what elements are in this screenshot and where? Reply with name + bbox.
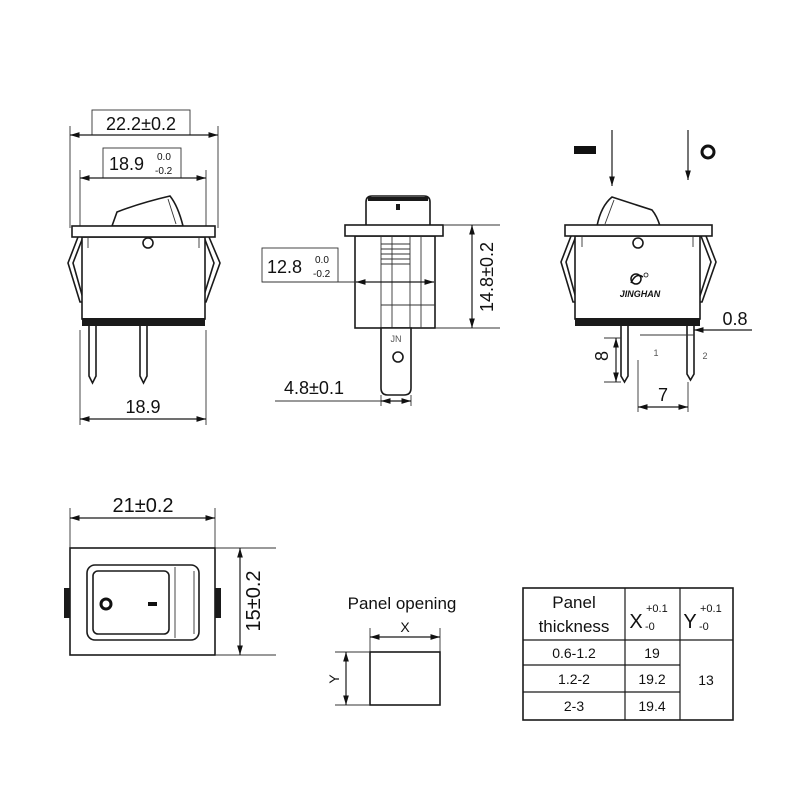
panel-opening: Panel opening X Y [326,594,457,706]
body-depth-tol-lower: -0.2 [313,269,331,280]
brand-logo-icon [630,272,649,285]
pin-thickness-label: 0.8 [722,309,747,329]
terminal-width-label: 4.8±0.1 [284,378,344,398]
rear-view: JINGHAN 1 2 0.8 8 7 [560,130,752,412]
pin-1-label: 1 [653,348,658,358]
body-width-label: 18.9 [125,397,160,417]
rear-body [574,235,701,320]
table-border [522,587,734,721]
table-row-1-thickness: 0.6-1.2 [552,645,596,661]
body-depth-tol-upper: 0.0 [315,255,329,266]
brand-name: JINGHAN [620,289,661,299]
top-view: 21±0.2 15±0.2 [64,495,276,656]
top-off-circle-icon [99,597,113,611]
side-flange [344,224,444,237]
side-rocker-dot [396,204,400,210]
top-rocker-face [92,570,170,635]
front-pin-left [88,326,97,385]
top-tab-right [215,588,221,618]
rocker-width-tol-upper: 0.0 [157,152,171,163]
panel-table: Panel thickness X +0.1 -0 Y +0.1 -0 0.6-… [522,587,734,721]
top-on-dash-icon [148,602,157,606]
circle-symbol-icon [700,144,716,160]
opening-y-label: Y [326,674,342,684]
dash-symbol-icon [574,146,596,154]
table-header-x-tol-lower: -0 [645,621,655,633]
table-header-y: Y [683,611,696,633]
side-view: JN 12.8 0.0 -0.2 14.8±0.2 4.8±0.1 [261,195,500,406]
front-pin-middle [139,326,148,385]
table-row-2-thickness: 1.2-2 [558,671,590,687]
front-flange [71,225,216,238]
front-view: 22.2±0.2 18.9 0.0 -0.2 18.9 [67,109,221,425]
rear-pin-left [620,326,629,384]
opening-x-label: X [400,619,410,635]
side-rocker [365,195,431,227]
table-header-thickness-1: Panel [552,593,595,612]
opening-rectangle [369,651,441,706]
top-width-label: 21±0.2 [112,495,173,517]
top-height-label: 15±0.2 [243,570,265,631]
table-header-x: X [629,611,642,633]
body-height-label: 14.8±0.2 [477,242,497,312]
rear-rivet [632,237,644,249]
rocker-width-tol-lower: -0.2 [155,166,173,177]
table-y-value: 13 [698,672,714,688]
body-depth-label: 12.8 [267,257,302,277]
table-header-y-tol-upper: +0.1 [700,603,722,615]
table-row-3-thickness: 2-3 [564,698,584,714]
table-row-3-x: 19.4 [638,698,665,714]
overall-width-label: 22.2±0.2 [106,114,176,134]
rocker-width-label: 18.9 [109,154,144,174]
pin-length-label: 8 [592,351,612,361]
side-terminal-hole [392,351,404,363]
front-rocker [110,195,185,227]
rear-base [575,318,700,326]
panel-opening-title: Panel opening [348,594,457,613]
front-body [81,236,206,320]
side-terminal-mark: JN [391,334,402,344]
pin-2-label: 2 [702,351,707,361]
rear-rocker-edge [604,199,615,225]
rear-pin-right [686,326,695,382]
rear-flange [564,224,713,237]
table-header-thickness-2: thickness [539,617,610,636]
table-header-y-tol-lower: -0 [699,621,709,633]
table-row-1-x: 19 [644,645,660,661]
front-base [82,318,205,326]
front-rivet [142,237,154,249]
top-tab-left [64,588,70,618]
table-header-x-tol-upper: +0.1 [646,603,668,615]
front-rocker-edge [167,198,177,225]
pin-spacing-label: 7 [658,385,668,405]
table-row-2-x: 19.2 [638,671,665,687]
